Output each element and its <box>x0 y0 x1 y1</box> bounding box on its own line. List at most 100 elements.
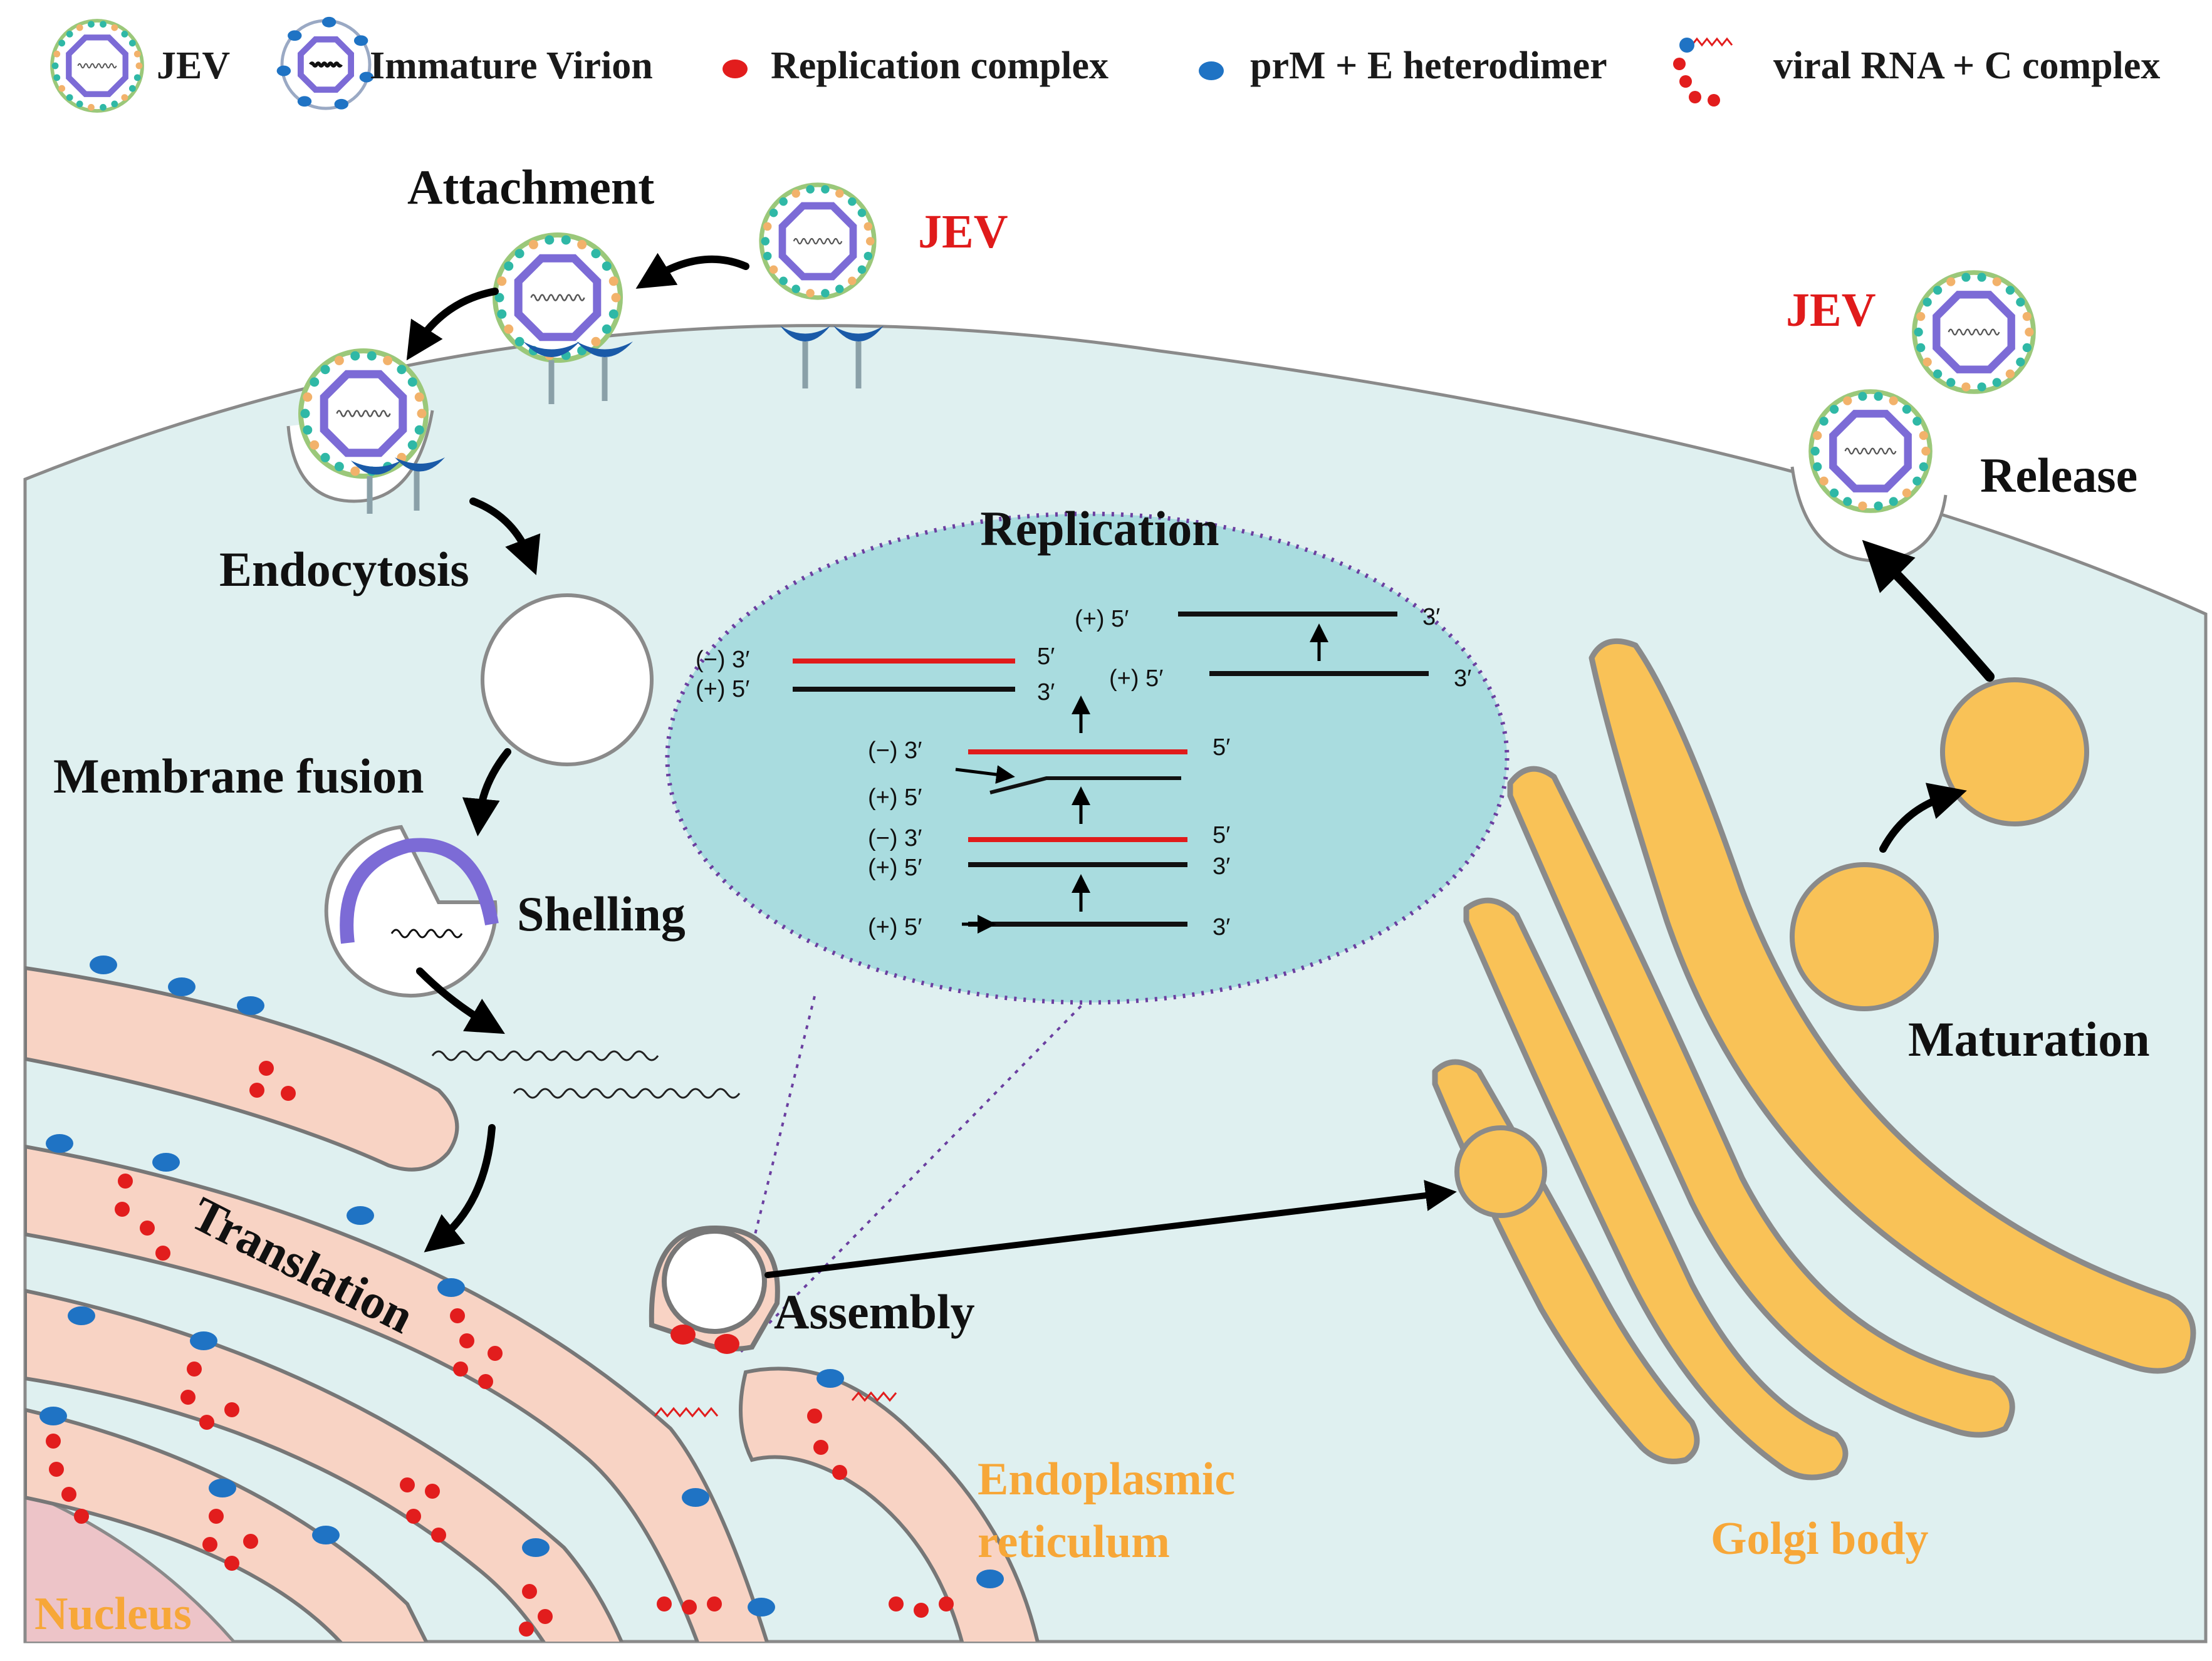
legend-rna-c-label: viral RNA + C complex <box>1773 44 2160 87</box>
rna-c-complex <box>654 1407 719 1418</box>
step-replication: Replication <box>980 501 1219 556</box>
replication-complex <box>670 1325 696 1345</box>
arrow-rna-to-translation <box>424 1124 496 1252</box>
rna-genome-1 <box>431 1050 659 1061</box>
rna-genome-2 <box>513 1088 741 1099</box>
transport-vesicle <box>1454 1125 1547 1218</box>
legend-replication-complex-label: Replication complex <box>771 44 1109 87</box>
arrow-jev-to-attachment <box>635 253 749 289</box>
label-3: 3′ <box>1213 853 1230 880</box>
label-golgi: Golgi body <box>1711 1513 1929 1565</box>
step-assembly: Assembly <box>774 1284 975 1339</box>
rna-strands <box>793 612 1429 927</box>
replication-bubble: Replication (−) 3′ (+) 5′ 5′ 3′ (+ <box>665 501 1510 1355</box>
capsid-shell <box>340 838 499 944</box>
zoom-line-right <box>738 976 1110 1355</box>
flow-arrows <box>406 253 1995 1278</box>
arrow-maturation-to-mature <box>1879 783 1967 853</box>
jev-virion-attached <box>493 232 623 363</box>
shelling-vesicle <box>324 825 499 998</box>
label-neg3: (−) 3′ <box>868 737 922 764</box>
arrow-pit-to-endocytosis <box>469 497 541 575</box>
label-3: 3′ <box>1037 679 1055 706</box>
legend: JEV Immature Virion Replication complex … <box>50 16 2160 113</box>
label-er-line1: Endoplasmic <box>978 1454 1235 1505</box>
strand-end-labels: (−) 3′ (+) 5′ 5′ 3′ (+) 5′ 3′ (+) 5′ 3′ … <box>696 604 1471 940</box>
legend-jev-label: JEV <box>157 44 230 87</box>
label-pos5: (+) 5′ <box>696 676 749 702</box>
label-pos5: (+) 5′ <box>1075 606 1129 632</box>
legend-rna-c-icon <box>1673 37 1733 107</box>
jev-virion-released-2 <box>1808 389 1933 513</box>
nascent-pos-strand <box>989 776 1181 794</box>
golgi-vesicles <box>1454 677 2089 1218</box>
label-er-line2: reticulum <box>978 1516 1170 1568</box>
label-3: 3′ <box>1213 914 1230 940</box>
receptors <box>351 326 884 514</box>
label-5: 5′ <box>1213 734 1230 761</box>
receptor-pair-bound <box>523 341 633 404</box>
label-3: 3′ <box>1454 665 1471 692</box>
endosome <box>481 593 654 766</box>
released-rna <box>390 929 463 939</box>
assembly-vesicle <box>649 1225 897 1418</box>
er-band-1 <box>25 966 459 1172</box>
step-attachment: Attachment <box>407 160 654 214</box>
replication-complexes <box>46 1061 954 1637</box>
arrow-assembly-to-golgi <box>764 1180 1457 1278</box>
legend-replication-complex-icon <box>723 60 748 78</box>
step-shelling: Shelling <box>517 887 686 941</box>
replication-complex <box>714 1334 739 1354</box>
legend-immature-virion-icon <box>276 16 374 110</box>
arrow-attachment-to-pit <box>406 288 499 361</box>
er-band-3 <box>25 1288 630 1642</box>
label-3: 3′ <box>1422 604 1440 630</box>
label-neg3: (−) 3′ <box>868 825 922 851</box>
label-5: 5′ <box>1213 822 1230 848</box>
legend-immature-virion-label: Immature Virion <box>370 44 653 87</box>
label-5: 5′ <box>1037 643 1055 670</box>
label-pos5: (+) 5′ <box>1109 665 1163 692</box>
strand-arrows <box>955 623 1328 934</box>
jev-virion-extracellular <box>759 182 877 300</box>
nucleus <box>25 1489 248 1642</box>
label-nucleus: Nucleus <box>34 1588 192 1640</box>
golgi-cisterna-2 <box>1507 766 2015 1438</box>
label-pos5: (+) 5′ <box>868 784 922 811</box>
jev-label-release: JEV <box>1786 284 1876 336</box>
mature-vesicle <box>1940 677 2089 826</box>
maturation-vesicle <box>1790 862 1939 1011</box>
step-membrane-fusion: Membrane fusion <box>53 749 424 803</box>
er-proteins <box>39 955 1004 1637</box>
viral-rna-genomes <box>431 1050 741 1099</box>
legend-icons <box>50 16 374 113</box>
er-band-2 <box>25 1144 774 1642</box>
er-band-4 <box>25 1407 436 1642</box>
golgi-cisterna-3 <box>1463 897 1849 1481</box>
jev-label-entry: JEV <box>918 206 1008 258</box>
replication-ellipse <box>665 511 1510 1005</box>
step-endocytosis: Endocytosis <box>219 542 469 596</box>
jev-virion-in-pit <box>298 348 429 479</box>
golgi-cisterna-1 <box>1589 638 2196 1374</box>
step-release: Release <box>1980 448 2137 502</box>
prm-e-dots <box>39 955 1004 1617</box>
rna-c-complex <box>851 1391 897 1402</box>
er-budding-lobe <box>739 1367 1043 1642</box>
label-pos5: (+) 5′ <box>868 855 922 881</box>
receptor-pair-pit <box>351 457 445 514</box>
label-pos5: (+) 5′ <box>868 914 922 940</box>
label-neg3: (−) 3′ <box>696 647 749 673</box>
jev-virion-released-1 <box>1912 270 2036 394</box>
nucleus-and-er <box>25 966 1043 1642</box>
legend-jev-icon <box>50 19 144 113</box>
arrow-shelling-to-rna <box>416 967 505 1034</box>
legend-prm-e-label: prM + E heterodimer <box>1250 44 1607 87</box>
arrow-endosome-to-fusion <box>462 748 511 836</box>
receptor-pair-free <box>780 326 884 388</box>
step-maturation: Maturation <box>1908 1012 2150 1066</box>
arrow-mature-to-release <box>1862 539 1995 682</box>
legend-prm-e-icon <box>1199 61 1224 80</box>
